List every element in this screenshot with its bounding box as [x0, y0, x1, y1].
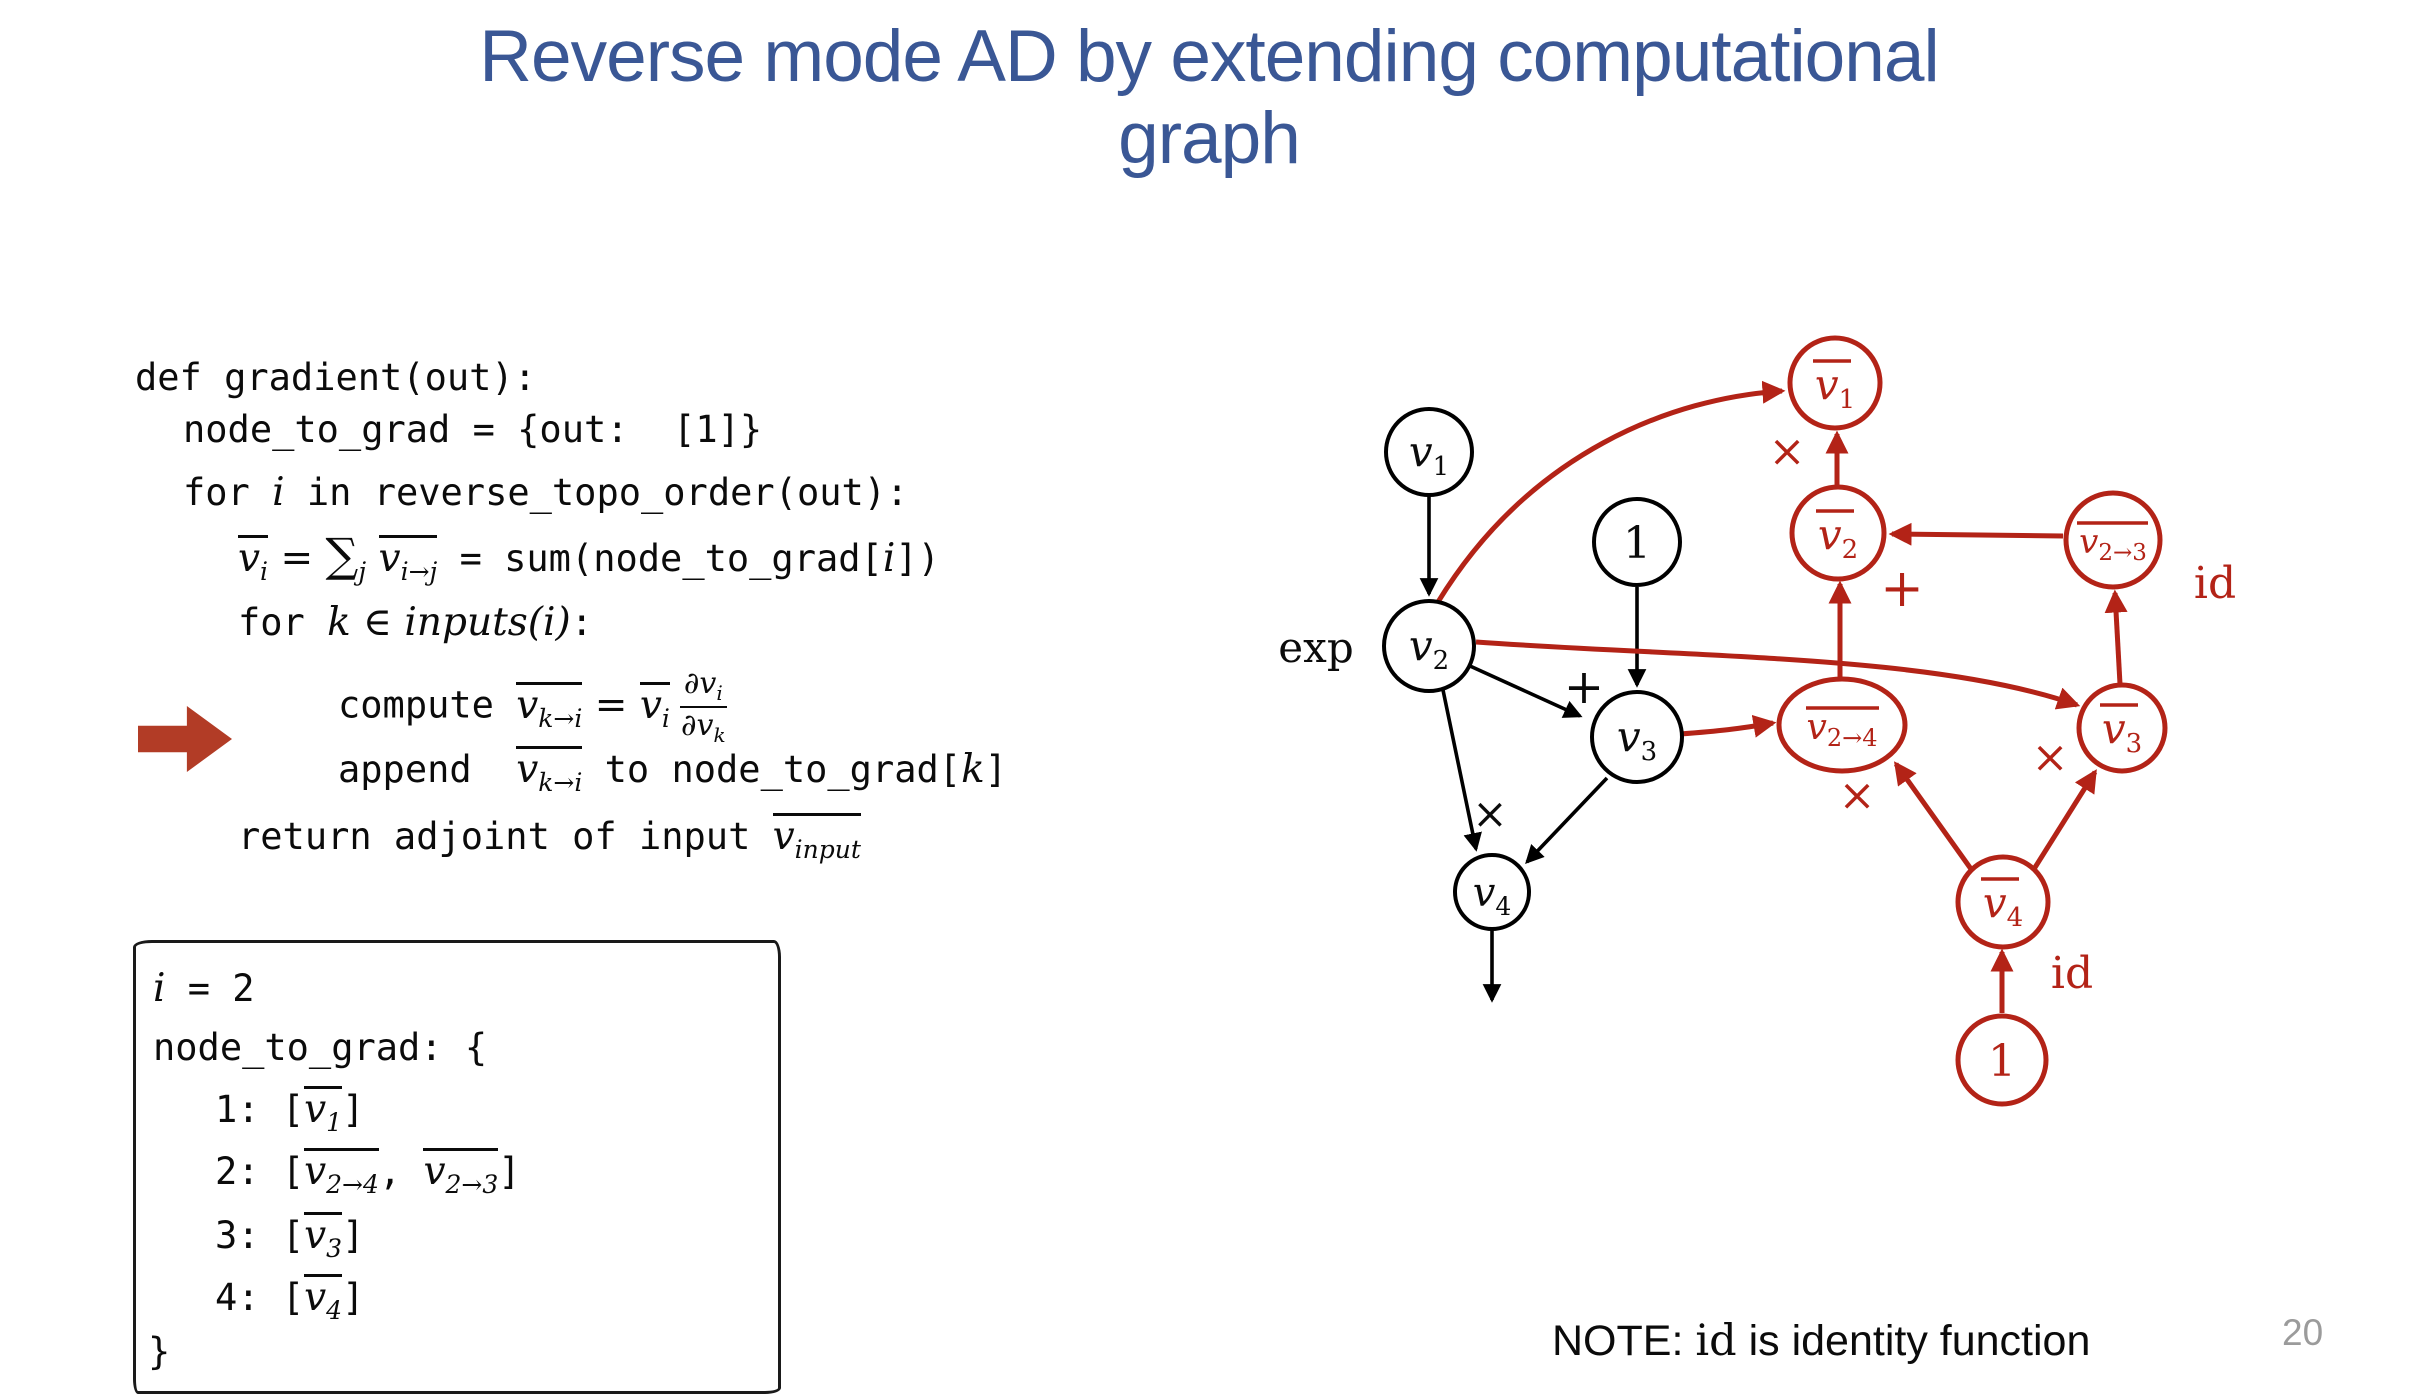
node-v2-label: v2 — [1409, 621, 1449, 676]
op-exp-label: exp — [1278, 623, 1353, 672]
code-line-for-k: for k ∈ inputs(i): — [238, 600, 593, 645]
op-id-upper-label: id — [2194, 558, 2236, 609]
code-line-return: return adjoint of input vinput — [238, 813, 861, 864]
op-times-v1bar-label: × — [1769, 426, 1806, 477]
page-number: 20 — [2282, 1312, 2324, 1353]
node-v2 — [1382, 599, 1476, 693]
state-close-line: } — [148, 1330, 171, 1373]
code-line-sum: vi = ∑j vi→j = sum(node_to_grad[i]) — [238, 528, 940, 586]
node-v3 — [1590, 690, 1684, 784]
node-v3-label: v3 — [1617, 712, 1657, 767]
state-row-2: 2: [v2→4, v2→3] — [215, 1148, 521, 1199]
node-one — [1592, 497, 1682, 587]
node-v24bar — [1776, 676, 1908, 774]
state-row-4: 4: [v4] — [215, 1274, 365, 1325]
state-box — [133, 940, 781, 1394]
code-line-compute: compute vk→i = vi∂vi∂vk — [338, 666, 727, 747]
node-v1 — [1384, 407, 1474, 497]
node-v3bar-label: v3 — [2102, 704, 2142, 759]
node-v2bar-label: v2 — [1818, 510, 1858, 565]
node-v4bar-label: v4 — [1983, 878, 2023, 933]
code-line-def: def gradient(out): — [135, 356, 536, 399]
node-v23bar-label: v2→3 — [2079, 522, 2147, 566]
node-v4-label: v4 — [1473, 870, 1512, 921]
slide-title-line1: Reverse mode AD by extending computation… — [479, 16, 1939, 97]
edge-v4bar-v24bar — [1893, 761, 1974, 871]
slide-title: Reverse mode AD by extending computation… — [0, 16, 2418, 180]
edge-v23bar-v2bar — [1888, 522, 2064, 546]
node-v4 — [1453, 853, 1531, 931]
node-onered — [1955, 1013, 2049, 1107]
code-line-append: append vk→i to node_to_grad[k] — [338, 746, 1007, 797]
node-onered-label: 1 — [1988, 1036, 2016, 1087]
op-plus-label: + — [1564, 659, 1604, 715]
node-v2bar — [1789, 484, 1887, 582]
edge-v4bar-v3bar — [2031, 769, 2098, 871]
node-v1bar — [1787, 335, 1883, 431]
code-line-for-i: for i in reverse_topo_order(out): — [183, 470, 909, 515]
node-v23bar — [2063, 490, 2163, 590]
node-v1bar-label: v1 — [1815, 360, 1855, 415]
state-row-3: 3: [v3] — [215, 1212, 365, 1263]
op-times-label: × — [1472, 789, 1507, 838]
note-text: NOTE: id is identity function — [1552, 1316, 2091, 1366]
state-row-1: 1: [v1] — [215, 1086, 365, 1137]
edge-v2-v3 — [1469, 664, 1583, 718]
edge-v2-v3bar-curve — [1475, 639, 2081, 710]
edge-v3-v24bar — [1679, 714, 1777, 738]
op-plus-v2bar-label: + — [1880, 559, 1924, 619]
state-open-line: node_to_grad: { — [153, 1026, 488, 1069]
partial-derivative-fraction: ∂vi∂vk — [679, 666, 727, 747]
node-v4bar — [1955, 854, 2051, 950]
highlight-arrow-icon — [138, 706, 232, 772]
computational-graph: v1 v2 1 v3 v4 exp + × v1 v2 v2→3 v2→4 v3… — [1278, 335, 2236, 1107]
slide-title-line2: graph — [1118, 98, 1301, 179]
op-times-v24bar-label: × — [1839, 770, 1876, 821]
edge-v3-v4 — [1525, 776, 1609, 865]
node-v24bar-label: v2→4 — [1807, 707, 1878, 752]
edge-v2-v4 — [1441, 689, 1482, 852]
op-id-lower-label: id — [2051, 948, 2093, 999]
node-v1-label: v1 — [1409, 427, 1449, 482]
code-line-init: node_to_grad = {out: [1]} — [183, 408, 763, 451]
edge-v3bar-v23bar — [2104, 589, 2128, 685]
edge-v2-v1bar-curve — [1435, 380, 1786, 604]
state-i-line: i = 2 — [153, 966, 255, 1011]
node-one-label: 1 — [1623, 518, 1651, 569]
op-times-v3bar-label: × — [2032, 732, 2069, 783]
